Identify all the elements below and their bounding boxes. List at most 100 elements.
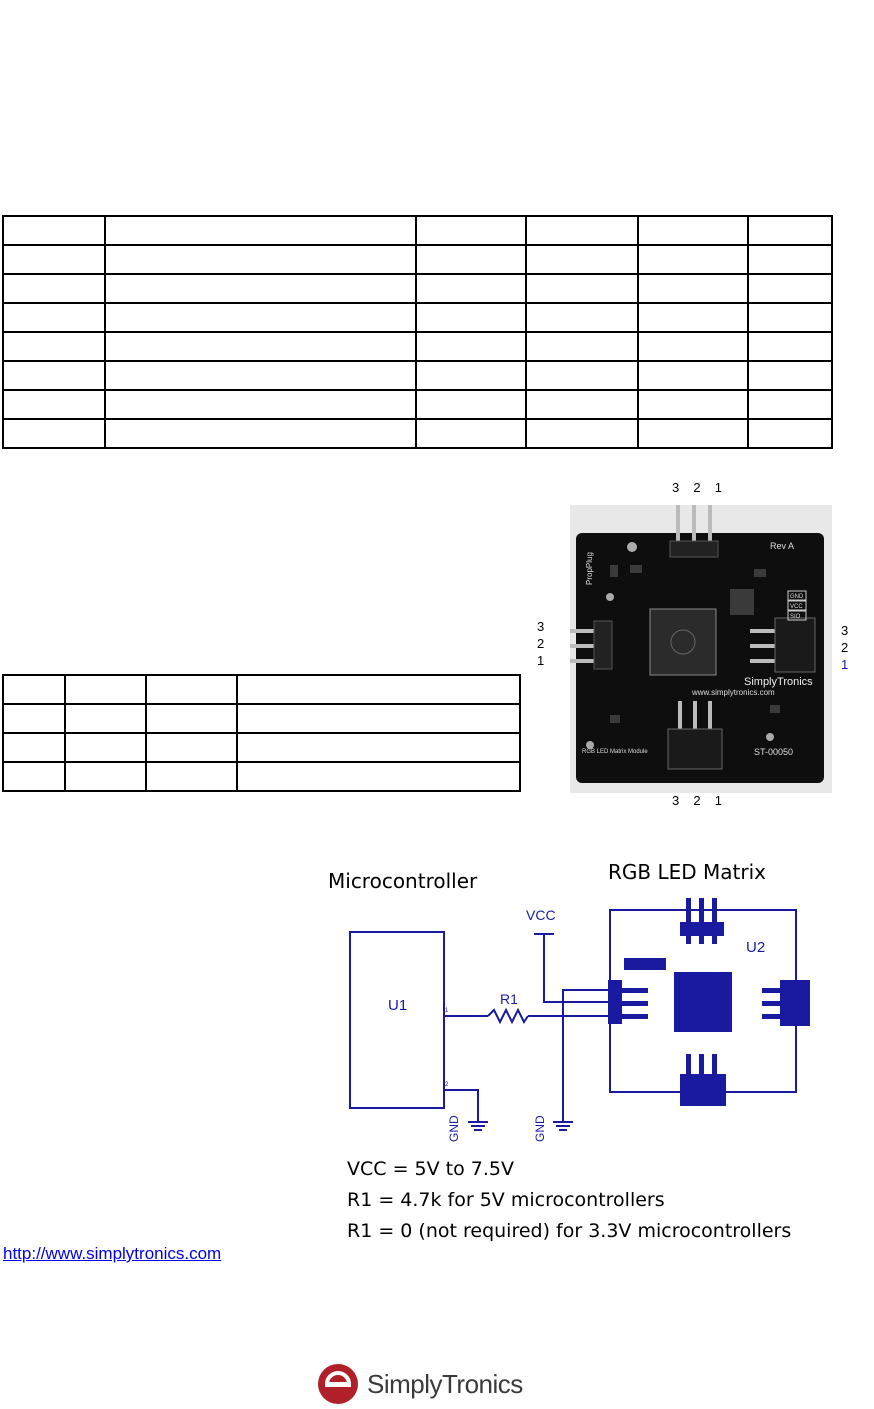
rev-label: Rev A (770, 541, 794, 551)
table-row (1, 703, 522, 734)
table-cell (2, 389, 106, 420)
table-cell (2, 302, 106, 333)
pin-number: 2 (445, 1082, 449, 1088)
pin-label: 2 (693, 793, 701, 808)
bottom-pin-labels: 3 2 1 (672, 793, 722, 808)
pin-label: 2 (693, 480, 701, 495)
spec-table (2, 215, 833, 449)
table-cell (103, 389, 417, 420)
table-cell (103, 360, 417, 391)
table-cell (414, 331, 527, 362)
table-cell (2, 273, 106, 304)
pin-number: 1 (445, 1008, 449, 1014)
table-cell (64, 674, 147, 705)
table-row (1, 674, 522, 705)
pin-table (1, 674, 522, 792)
table-cell (235, 703, 522, 734)
table-cell (1, 703, 67, 734)
table-cell (64, 732, 147, 763)
board-title: SimplyTronics (744, 676, 813, 688)
pin-label: 2 (537, 636, 545, 651)
gnd-label-2: GND (533, 1115, 547, 1142)
table-cell (524, 360, 640, 391)
table-row (1, 761, 522, 792)
table-cell (144, 703, 238, 734)
table-row (2, 389, 833, 420)
pin-label: 1 (714, 480, 722, 495)
table-cell (524, 215, 640, 246)
part-number: ST-00050 (754, 747, 793, 757)
table-cell (103, 244, 417, 275)
right-pin-labels: 3 2 1 (841, 622, 848, 673)
table-cell (637, 273, 750, 304)
table-cell (2, 360, 106, 391)
website-link[interactable]: http://www.simplytronics.com (3, 1244, 222, 1263)
table-cell (2, 215, 106, 246)
table-cell (235, 674, 522, 705)
table-cell (103, 215, 417, 246)
table-cell (747, 418, 833, 449)
table-cell (747, 331, 833, 362)
footer-logo: SimplyTronics (317, 1362, 523, 1406)
table-cell (144, 674, 238, 705)
table-cell (414, 418, 527, 449)
table-cell (524, 389, 640, 420)
board-photo: Rev A SimplyTronics www.simplytronics.co… (570, 505, 832, 793)
table-cell (414, 389, 527, 420)
table-cell (235, 761, 522, 792)
table-cell (64, 703, 147, 734)
board-url: www.simplytronics.com (691, 688, 775, 697)
header-label-sio: SIO (790, 614, 801, 620)
note-r1-5v: R1 = 4.7k for 5V microcontrollers (347, 1189, 665, 1211)
pin-label: 3 (841, 623, 849, 638)
propplug-label: PropPlug (585, 552, 594, 585)
table-cell (747, 360, 833, 391)
table-cell (637, 418, 750, 449)
matrix-title: RGB LED Matrix (608, 860, 766, 884)
table-cell (524, 273, 640, 304)
logo-text: SimplyTronics (367, 1368, 523, 1399)
table-cell (637, 360, 750, 391)
note-r1-3v3: R1 = 0 (not required) for 3.3V microcont… (347, 1220, 792, 1242)
table-cell (414, 244, 527, 275)
table-cell (524, 331, 640, 362)
table-cell (103, 302, 417, 333)
pin-label: 3 (672, 793, 680, 808)
module-label: RGB LED Matrix Module (582, 749, 648, 755)
table-cell (235, 732, 522, 763)
pin-label: 1 (841, 657, 849, 672)
table-cell (524, 244, 640, 275)
pin-label: 2 (841, 640, 849, 655)
table-cell (747, 302, 833, 333)
table-row (2, 360, 833, 391)
table-row (2, 215, 833, 246)
table-row (2, 302, 833, 333)
table-row (2, 331, 833, 362)
gnd-label-1: GND (447, 1115, 461, 1142)
table-cell (414, 302, 527, 333)
pin-label: 3 (672, 480, 680, 495)
table-cell (524, 418, 640, 449)
table-cell (637, 302, 750, 333)
mcu-title: Microcontroller (328, 869, 478, 893)
table-cell (103, 418, 417, 449)
left-pin-labels: 3 2 1 (537, 618, 544, 669)
table-cell (637, 331, 750, 362)
table-cell (103, 273, 417, 304)
table-cell (747, 389, 833, 420)
wiring-schematic: U1 U2 R1 VCC GND GND 1 2 Microcontroller… (328, 860, 810, 1142)
table-cell (637, 215, 750, 246)
header-label-gnd: GND (790, 594, 804, 600)
u2-label: U2 (746, 939, 765, 956)
table-cell (747, 244, 833, 275)
table-row (2, 418, 833, 449)
table-cell (414, 273, 527, 304)
table-cell (1, 674, 67, 705)
note-vcc: VCC = 5V to 7.5V (347, 1158, 514, 1180)
header-label-vcc: VCC (790, 604, 803, 610)
table-row (1, 732, 522, 763)
table-cell (637, 389, 750, 420)
table-cell (64, 761, 147, 792)
table-cell (1, 761, 67, 792)
table-row (2, 273, 833, 304)
